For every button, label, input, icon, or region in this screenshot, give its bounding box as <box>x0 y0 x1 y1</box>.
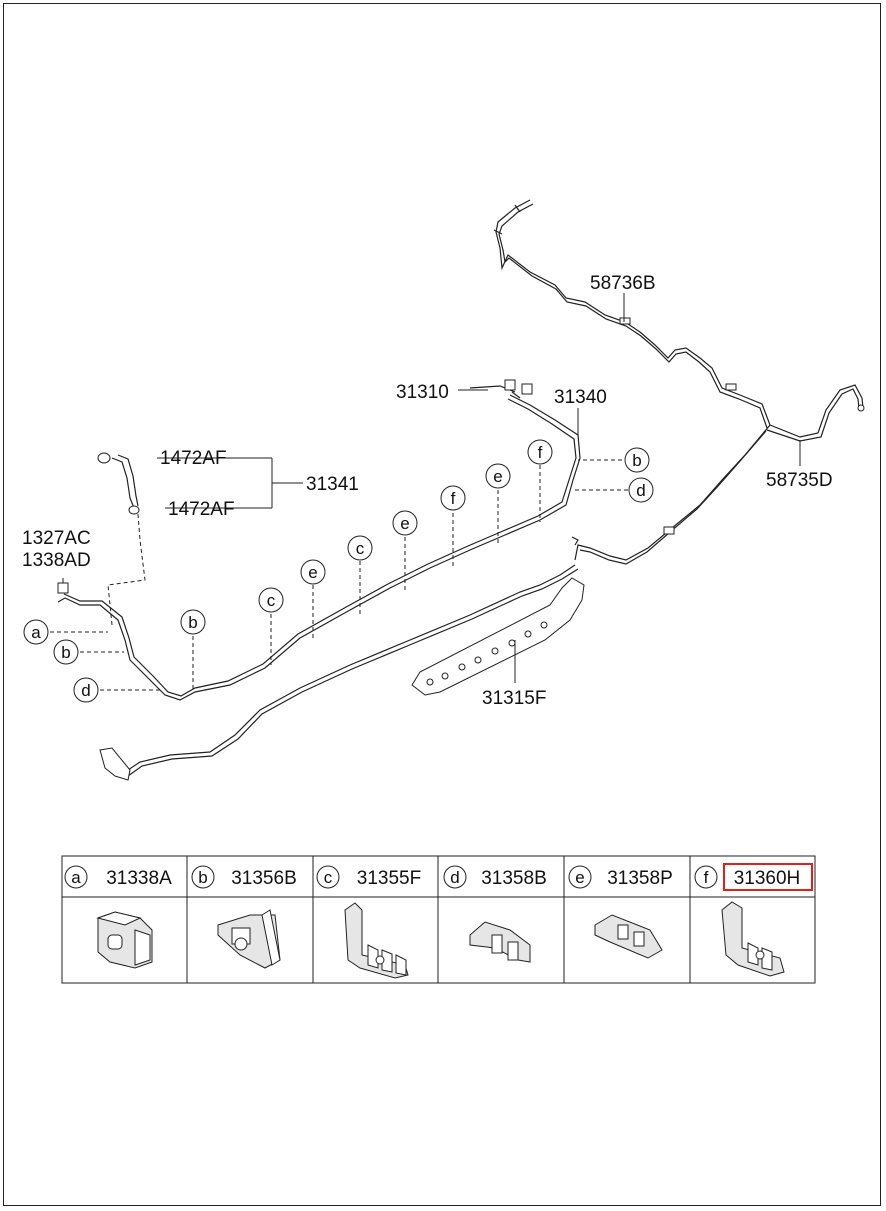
clip-image-d <box>469 921 531 963</box>
table-cell-b[interactable]: b 31356B <box>191 865 297 889</box>
clip-callout-e <box>485 463 511 489</box>
svg-text:31338A: 31338A <box>106 868 172 889</box>
clip-callout-b <box>180 609 206 635</box>
svg-text:d: d <box>450 868 459 887</box>
leader-lines <box>50 293 801 692</box>
svg-text:b: b <box>632 451 641 470</box>
clip-image-c <box>344 902 409 979</box>
clip-image-e <box>594 914 663 959</box>
svg-text:c: c <box>324 868 333 887</box>
label-31310[interactable]: 31310 <box>396 382 449 403</box>
svg-text:b: b <box>198 868 207 887</box>
fuel-line-31340[interactable] <box>57 394 581 781</box>
svg-text:e: e <box>575 868 584 887</box>
clip-image-f <box>721 901 785 977</box>
clamp-1472AF-bottom[interactable] <box>128 505 140 515</box>
svg-text:f: f <box>451 489 456 508</box>
clip-callout-e <box>392 510 418 536</box>
label-58736B[interactable]: 58736B <box>590 273 656 294</box>
svg-text:31356B: 31356B <box>231 868 297 889</box>
table-cell-a[interactable]: a 31338A <box>64 865 172 889</box>
vapor-line-58735D[interactable] <box>574 384 865 565</box>
clip-image-a <box>96 911 153 969</box>
clamp-1472AF-top[interactable] <box>97 452 111 464</box>
parts-table: a 31338A b 31356B c 31355F d 31358B e 31… <box>61 855 816 984</box>
clip-image-b <box>217 909 281 969</box>
hose-31341[interactable] <box>97 452 146 626</box>
label-1472AF-top[interactable]: 1472AF <box>160 448 227 469</box>
svg-text:b: b <box>188 613 197 632</box>
highlight-box <box>723 863 813 891</box>
table-cell-c[interactable]: c 31355F <box>316 865 421 889</box>
svg-text:d: d <box>81 681 90 700</box>
svg-text:c: c <box>356 539 365 558</box>
protector-31315F[interactable] <box>411 577 585 696</box>
svg-text:a: a <box>31 623 41 642</box>
clip-callout-f <box>440 485 466 511</box>
label-1327AC[interactable]: 1327AC <box>22 528 91 549</box>
clip-callout-b <box>624 447 650 473</box>
diagram-frame <box>3 3 881 1206</box>
table-cell-f[interactable]: f 31360H <box>694 863 813 891</box>
clip-callout-a <box>23 619 49 645</box>
clip-callout-c <box>347 535 373 561</box>
label-31340[interactable]: 31340 <box>554 387 607 408</box>
clip-callout-e <box>300 559 326 585</box>
label-31315F[interactable]: 31315F <box>482 688 546 709</box>
svg-text:f: f <box>538 443 543 462</box>
svg-text:c: c <box>267 591 276 610</box>
clip-callout-d <box>73 677 99 703</box>
svg-text:31355F: 31355F <box>357 868 421 889</box>
clip-callout-d <box>628 477 654 503</box>
svg-text:31358P: 31358P <box>607 868 673 889</box>
svg-text:b: b <box>61 643 70 662</box>
part-labels: 58736B 58735D 31310 31340 1472AF 1472AF … <box>22 273 833 709</box>
svg-text:31358B: 31358B <box>481 868 547 889</box>
table-cell-e[interactable]: e 31358P <box>568 865 673 889</box>
clip-callout-b <box>53 639 79 665</box>
table-cell-d[interactable]: d 31358B <box>443 865 547 889</box>
svg-text:d: d <box>636 481 645 500</box>
vapor-line-58736B[interactable] <box>493 199 771 429</box>
label-1472AF-bottom[interactable]: 1472AF <box>168 499 235 520</box>
svg-text:e: e <box>400 514 409 533</box>
svg-text:a: a <box>71 868 81 887</box>
bolt-1327AC[interactable] <box>57 578 69 594</box>
clip-callout-f <box>527 439 553 465</box>
label-58735D[interactable]: 58735D <box>766 470 833 491</box>
label-31341[interactable]: 31341 <box>306 474 359 495</box>
label-1338AD[interactable]: 1338AD <box>22 550 91 571</box>
svg-text:f: f <box>704 868 709 887</box>
svg-text:e: e <box>308 563 317 582</box>
svg-text:e: e <box>493 467 502 486</box>
clip-callouts: a b d b c e c e f e f b d <box>23 439 654 703</box>
clip-callout-c <box>258 587 284 613</box>
connector-31310[interactable] <box>469 379 533 399</box>
svg-text:31360H: 31360H <box>734 868 801 889</box>
